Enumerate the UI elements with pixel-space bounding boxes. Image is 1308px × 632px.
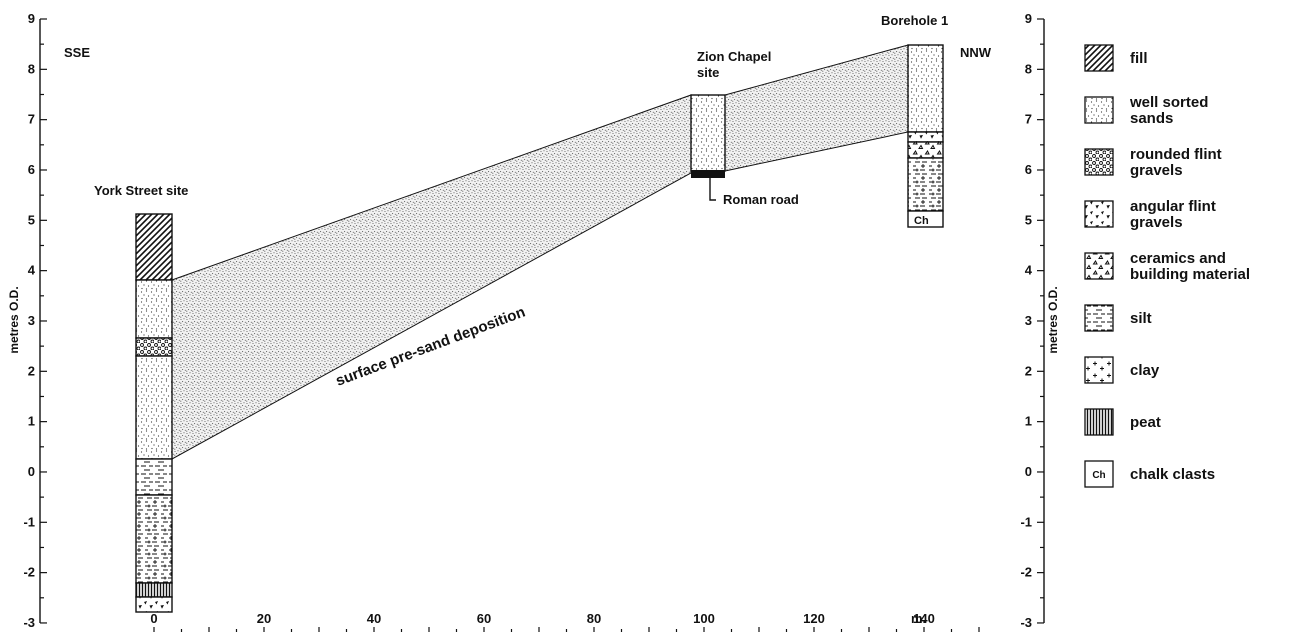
left-axis-tick-label: 9 — [28, 11, 35, 26]
x-axis-tick-label: 0 — [150, 611, 157, 626]
legend-label-angular: angular flint — [1130, 198, 1216, 215]
legend-swatch-angular — [1084, 200, 1114, 228]
left-axis-tick-label: -3 — [23, 615, 35, 630]
legend-swatch-fill — [1084, 44, 1114, 72]
legend-label-clay: clay — [1130, 362, 1160, 379]
legend-swatch-silt — [1084, 304, 1114, 332]
left-axis-tick-label: 6 — [28, 162, 35, 177]
york-fill-layer — [135, 213, 173, 281]
zion-chapel-label-line2: site — [697, 65, 719, 80]
x-axis-tick-label: 100 — [693, 611, 715, 626]
borehole-1-column: Ch — [907, 44, 944, 228]
x-axis-tick-label: 20 — [257, 611, 271, 626]
legend-label-rounded: gravels — [1130, 162, 1183, 179]
right-axis-tick-label: 0 — [1025, 464, 1032, 479]
right-axis-tick-label: 6 — [1025, 162, 1032, 177]
york-silt-clay-layer — [135, 494, 173, 584]
left-axis-tick-label: 7 — [28, 112, 35, 127]
york-street-label: York Street site — [94, 183, 188, 198]
legend-label-chalk: chalk clasts — [1130, 466, 1215, 483]
borehole-angular-gravel-layer — [907, 131, 944, 143]
x-axis-tick-label: 120 — [803, 611, 825, 626]
right-y-axis-title: metres O.D. — [1046, 286, 1060, 353]
roman-road-leader — [709, 178, 716, 201]
york-sand-lower-layer — [135, 355, 173, 460]
legend-label-sands: well sorted — [1129, 94, 1208, 111]
right-axis-tick-label: -1 — [1020, 514, 1032, 529]
right-axis-tick-label: 7 — [1025, 112, 1032, 127]
legend-swatch-peat — [1084, 408, 1114, 436]
legend-chalk-symbol: Ch — [1092, 470, 1105, 481]
roman-road-layer — [691, 170, 725, 178]
zion-sand-layer — [690, 94, 726, 172]
borehole-silt-clay-layer — [907, 157, 944, 212]
x-axis-tick-label: 140 — [913, 611, 935, 626]
right-axis-tick-label: 9 — [1025, 11, 1032, 26]
left-axis-tick-label: 3 — [28, 313, 35, 328]
legend-label-peat: peat — [1130, 414, 1161, 431]
york-sand-upper-layer — [135, 279, 173, 339]
right-axis-tick-label: -3 — [1020, 615, 1032, 630]
orientation-left-label: SSE — [64, 45, 90, 60]
legend-label-ceramics: ceramics and — [1130, 250, 1226, 267]
left-axis-tick-label: 4 — [28, 263, 36, 278]
left-y-axis-title: metres O.D. — [7, 286, 21, 353]
x-axis-tick-label: 80 — [587, 611, 601, 626]
legend-swatch-clay — [1084, 356, 1114, 384]
legend-swatch-ceramics — [1084, 252, 1114, 280]
left-axis-tick-label: 5 — [28, 212, 35, 227]
legend-label-angular: gravels — [1130, 214, 1183, 231]
left-axis-tick-label: 2 — [28, 363, 35, 378]
left-y-axis: 9 8 7 6 5 4 3 2 1 0 -1 -2 -3 — [23, 11, 47, 630]
roman-road-label: Roman road — [723, 192, 799, 207]
x-axis-tick-label: 40 — [367, 611, 381, 626]
right-axis-tick-label: 1 — [1025, 414, 1032, 429]
borehole-chalk-layer — [907, 210, 944, 228]
x-axis-unit-label: m. — [911, 611, 926, 626]
right-y-axis: 9 8 7 6 5 4 3 2 1 0 -1 -2 -3 — [1020, 11, 1045, 630]
legend-swatch-chalk — [1084, 460, 1114, 488]
left-axis-tick-label: 8 — [28, 61, 35, 76]
zion-chapel-label-line1: Zion Chapel — [697, 49, 771, 64]
legend-label-fill: fill — [1130, 50, 1148, 67]
borehole-ceramics-layer — [907, 141, 944, 159]
legend-label-ceramics: building material — [1130, 266, 1250, 283]
legend-label-rounded: rounded flint — [1130, 146, 1222, 163]
right-axis-tick-label: 4 — [1025, 263, 1033, 278]
left-axis-tick-label: -1 — [23, 514, 35, 529]
right-axis-tick-label: 2 — [1025, 363, 1032, 378]
zion-chapel-column — [690, 94, 726, 201]
york-peat-layer — [135, 582, 173, 598]
legend-swatch-rounded — [1084, 148, 1114, 176]
right-axis-tick-label: -2 — [1020, 565, 1032, 580]
x-axis-tick-label: 60 — [477, 611, 491, 626]
york-street-column — [135, 213, 173, 613]
legend-label-sands: sands — [1130, 110, 1173, 127]
orientation-right-label: NNW — [960, 45, 992, 60]
legend-label-silt: silt — [1130, 310, 1152, 327]
sand-body-west — [171, 94, 692, 460]
york-silt-layer — [135, 458, 173, 496]
legend-swatch-sands — [1084, 96, 1114, 124]
right-axis-tick-label: 8 — [1025, 61, 1032, 76]
borehole-chalk-symbol: Ch — [914, 215, 929, 227]
left-axis-tick-label: 1 — [28, 414, 35, 429]
right-axis-tick-label: 3 — [1025, 313, 1032, 328]
left-axis-tick-label: -2 — [23, 565, 35, 580]
york-rounded-gravel-layer — [135, 337, 173, 357]
borehole-1-label: Borehole 1 — [881, 13, 948, 28]
left-axis-tick-label: 0 — [28, 464, 35, 479]
borehole-sand-layer — [907, 44, 944, 133]
york-angular-gravel-layer — [135, 596, 173, 613]
right-axis-tick-label: 5 — [1025, 212, 1032, 227]
